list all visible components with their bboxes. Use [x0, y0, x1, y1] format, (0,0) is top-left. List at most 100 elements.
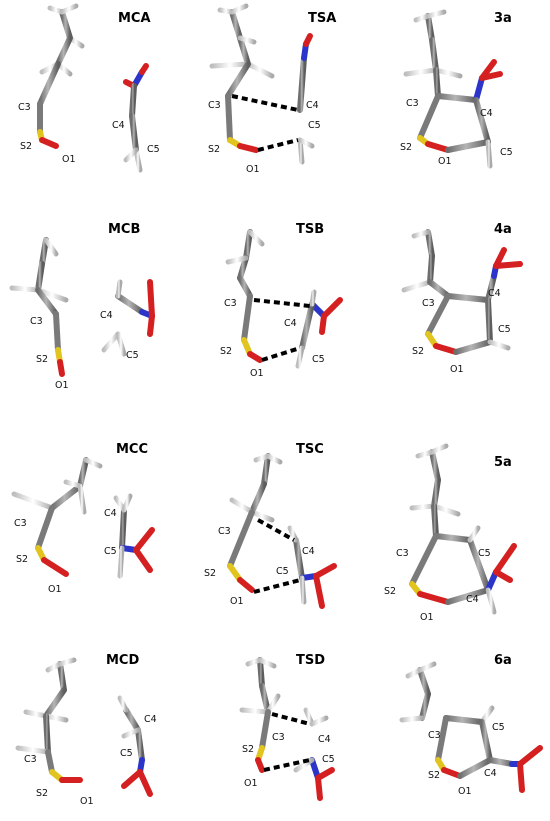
- oxygen-bond: [57, 359, 65, 377]
- hydrogen-bond: [403, 67, 439, 77]
- atom-label-s2: S2: [20, 141, 32, 152]
- hydrogen-bond: [9, 285, 41, 293]
- panel-mcc: MCC C3 S2 O1 C4 C5: [11, 442, 155, 595]
- molecule-tsa: [209, 3, 315, 165]
- hydrogen-bond: [303, 707, 315, 727]
- hydrogen-bond: [237, 35, 257, 45]
- carbon-bond: [445, 293, 491, 303]
- oxygen-bond: [493, 543, 517, 575]
- atom-label-c4: C4: [318, 734, 331, 745]
- hydrogen-bond: [133, 147, 143, 173]
- carbon-bond: [427, 279, 451, 299]
- carbon-bond: [45, 749, 55, 775]
- carbon-bond: [257, 138, 299, 152]
- carbon-bond: [53, 311, 61, 353]
- carbon-bond: [57, 661, 67, 693]
- oxygen-bond: [417, 591, 451, 605]
- atom-label-o1: O1: [250, 368, 264, 379]
- carbon-bond: [257, 657, 265, 689]
- atom-label-c5: C5: [308, 120, 321, 131]
- carbon-bond: [297, 55, 307, 113]
- atom-label-c5: C5: [276, 566, 289, 577]
- atom-label-c5: C5: [498, 324, 511, 335]
- atom-label-c3: C3: [224, 298, 237, 309]
- panel-title: MCC: [116, 442, 148, 457]
- hydrogen-bond: [309, 715, 329, 727]
- atom-label-s2: S2: [208, 144, 220, 155]
- carbon-bond: [257, 518, 295, 542]
- carbon-bond: [55, 35, 73, 67]
- oxygen-bond: [517, 745, 543, 767]
- oxygen-bond: [319, 313, 327, 335]
- hydrogen-bond: [247, 229, 265, 247]
- hydrogen-bond: [225, 255, 249, 265]
- hydrogen-bond: [249, 509, 275, 523]
- oxygen-bond: [121, 769, 143, 789]
- atom-label-c3: C3: [428, 730, 441, 741]
- panel-title: 6a: [494, 653, 512, 668]
- panel-tsd: TSD C3 S2 O1 C4 C5: [239, 653, 335, 801]
- atom-label-c5: C5: [478, 548, 491, 559]
- carbon-bond: [429, 449, 441, 483]
- panel-title: TSC: [296, 442, 324, 457]
- oxygen-bond: [247, 351, 263, 363]
- hydrogen-bond: [43, 713, 69, 723]
- carbon-bond: [237, 35, 251, 67]
- hydrogen-bond: [425, 9, 447, 19]
- atom-label-s2: S2: [204, 568, 216, 579]
- panel-title: 5a: [494, 455, 512, 470]
- panel-title: MCA: [118, 11, 151, 26]
- atom-label-c3: C3: [24, 754, 37, 765]
- atom-label-c4: C4: [104, 508, 117, 519]
- carbon-bond: [419, 691, 431, 721]
- carbon-bond: [431, 503, 439, 539]
- hydrogen-bond: [229, 3, 249, 15]
- carbon-bond: [35, 261, 45, 293]
- hydrogen-bond: [23, 709, 49, 719]
- carbon-bond: [453, 339, 493, 355]
- carbon-bond: [457, 757, 493, 779]
- hydrogen-bond: [121, 493, 133, 513]
- hydrogen-bond: [265, 453, 283, 465]
- panel-tsa: TSA C3 S2 O1 C4 C5: [208, 3, 336, 175]
- hydrogen-bond: [467, 525, 481, 543]
- carbon-bond: [37, 61, 61, 107]
- hydrogen-bond: [487, 339, 511, 351]
- atom-label-c5: C5: [322, 754, 335, 765]
- hydrogen-bond: [117, 695, 129, 713]
- hydrogen-bond: [431, 503, 461, 517]
- carbon-bond: [241, 293, 253, 343]
- panel-title: 3a: [494, 11, 512, 26]
- hydrogen-bond: [121, 727, 141, 739]
- oxygen-bond: [315, 775, 323, 801]
- oxygen-bond: [133, 547, 153, 573]
- oxygen-bond: [493, 261, 523, 269]
- atom-label-c4: C4: [284, 318, 297, 329]
- carbon-bond: [299, 301, 315, 351]
- hydrogen-bond: [485, 587, 497, 615]
- oxygen-bond: [147, 313, 155, 337]
- oxygen-bond: [493, 569, 513, 583]
- hydrogen-bond: [417, 661, 437, 673]
- hydrogen-bond: [297, 137, 315, 149]
- atom-label-s2: S2: [220, 346, 232, 357]
- carbon-bond: [225, 61, 251, 99]
- oxygen-bond: [479, 59, 497, 81]
- panel-title: TSB: [296, 222, 324, 237]
- carbon-bond: [225, 93, 233, 143]
- carbon-bond: [271, 712, 311, 726]
- panel-tsb: TSB C3 S2 O1 C4 C5: [220, 222, 343, 379]
- carbon-bond: [425, 229, 435, 259]
- oxygen-bond: [255, 757, 265, 773]
- atom-label-c5: C5: [126, 350, 139, 361]
- carbon-bond: [77, 457, 89, 489]
- panel-5a: 5a C3 S2 O1 C4 C5: [384, 443, 517, 623]
- carbon-bond: [49, 483, 83, 511]
- atom-label-c5: C5: [104, 546, 117, 557]
- carbon-bond: [485, 297, 493, 345]
- hydrogen-bond: [117, 545, 125, 579]
- hydrogen-bond: [123, 147, 139, 163]
- carbon-bond: [43, 687, 67, 719]
- molecule-mcb: [9, 237, 155, 377]
